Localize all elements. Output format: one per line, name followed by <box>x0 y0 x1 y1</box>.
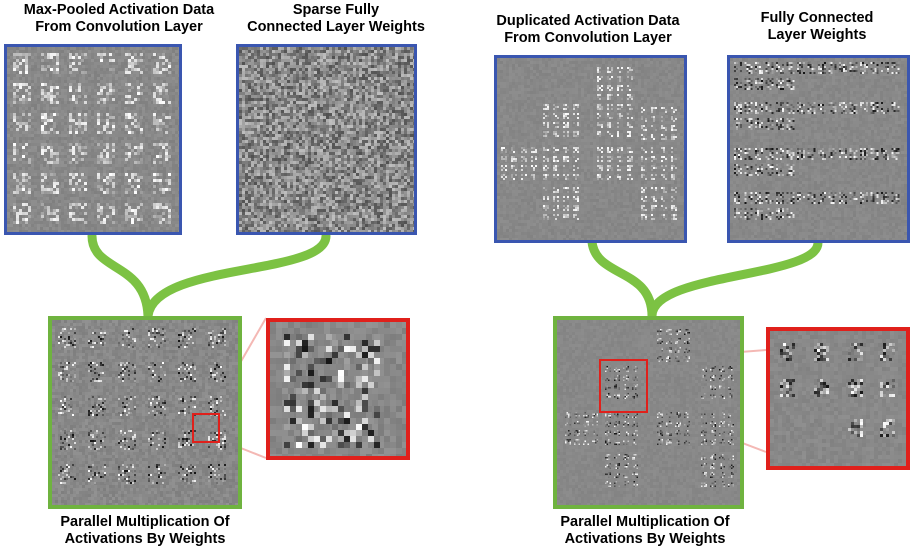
activation-heatmap-image <box>7 47 179 232</box>
right-zoom-panel <box>766 327 910 470</box>
duplicated-activation-image <box>497 58 684 240</box>
weights-image <box>730 58 907 240</box>
right-activation-wire <box>587 237 657 321</box>
left-result-panel <box>48 316 242 509</box>
right-result-panel <box>553 316 744 509</box>
right-activation-panel <box>494 55 687 243</box>
result-image <box>52 320 238 505</box>
left-activation-panel <box>4 44 182 235</box>
left-zoom-panel <box>266 318 410 460</box>
left-weights-wire <box>143 231 331 321</box>
zoomed-detail-image <box>270 322 406 456</box>
right-weights-panel <box>727 55 910 243</box>
left-activation-wire <box>87 231 153 321</box>
right-zoom-marker <box>599 359 648 413</box>
weights-noise-image <box>239 47 414 232</box>
left-zoom-marker <box>192 413 220 443</box>
result-image <box>557 320 740 505</box>
right-weights-wire <box>647 237 823 321</box>
left-weights-panel <box>236 44 417 235</box>
zoomed-detail-image <box>770 331 906 466</box>
